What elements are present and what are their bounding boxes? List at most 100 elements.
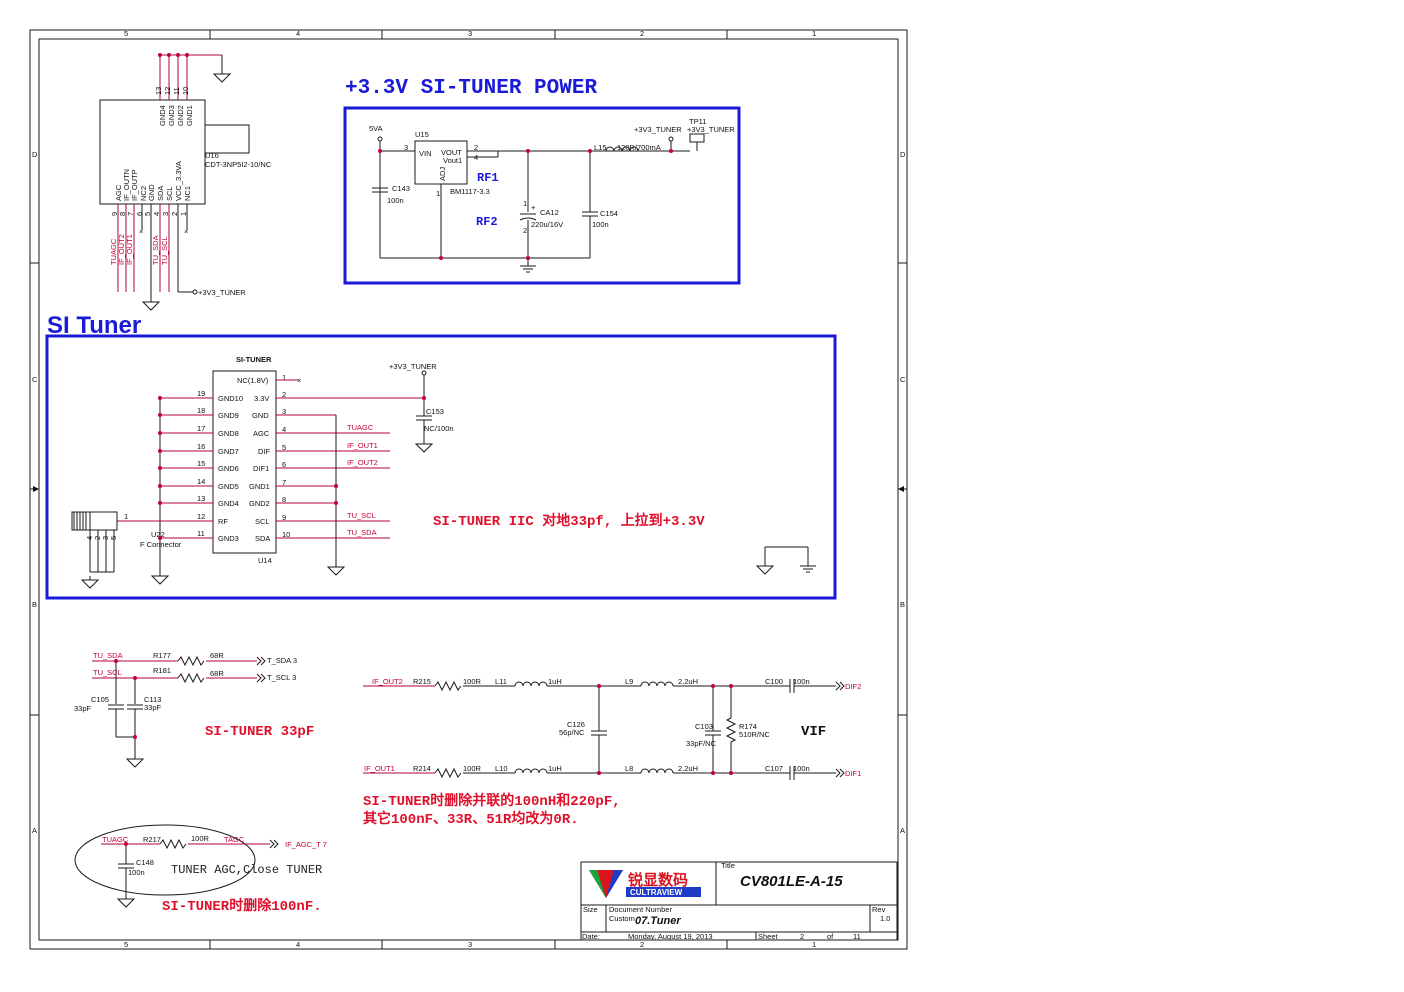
u14-right-pin-numbers: 1 2 3 4 5 6 7 8 9 10 (282, 373, 290, 539)
svg-text:17: 17 (197, 424, 205, 433)
svg-text:4: 4 (85, 536, 94, 540)
u16-vcc-net: +3V3_TUNER (198, 288, 246, 297)
tp11-net: +3V3_TUNER (687, 125, 735, 134)
docnum-value: 07.Tuner (635, 915, 681, 927)
u14-right-wires: × (276, 370, 433, 576)
svg-text:GND2: GND2 (176, 105, 185, 126)
sheet-total: 11 (853, 932, 861, 941)
size-value: Custom (609, 914, 635, 923)
c105-val: 33pF (74, 704, 92, 713)
svg-text:3: 3 (468, 29, 472, 38)
svg-text:SCL: SCL (165, 186, 174, 201)
frame-arrow-left (33, 486, 39, 492)
l8-ref: L8 (625, 764, 633, 773)
c154-val: 100n (592, 220, 609, 229)
docnum-label: Document Number (609, 905, 672, 914)
svg-text:10: 10 (282, 530, 290, 539)
u15-pin3: 3 (404, 143, 408, 152)
svg-text:×: × (139, 227, 143, 236)
company-logo (589, 870, 701, 898)
date-value: Monday, August 19, 2013 (628, 932, 713, 941)
svg-text:3: 3 (282, 407, 286, 416)
u16-top-pin-numbers: 13 12 11 10 (154, 87, 190, 95)
l15-ref: L15 (594, 143, 607, 152)
l9-val: 2.2uH (678, 677, 698, 686)
svg-text:3: 3 (161, 212, 170, 216)
svg-text:5: 5 (143, 212, 152, 216)
svg-text:5: 5 (109, 536, 118, 540)
u14-left-wires (117, 396, 213, 585)
t-scl-port: T_SCL 3 (267, 673, 296, 682)
svg-text:11: 11 (197, 529, 205, 538)
vif-dif1-port: DIF1 (845, 769, 861, 778)
power-regulator-circuit (372, 133, 705, 273)
power-box (343, 106, 741, 285)
l8-val: 2.2uH (678, 764, 698, 773)
u22-pin1: 1 (124, 512, 128, 521)
svg-text:IF_OUT1: IF_OUT1 (125, 234, 134, 265)
r174-val: 510R/NC (739, 730, 770, 739)
vif-filter-circuit (363, 679, 845, 780)
u22-ref: U22 (151, 530, 165, 539)
c126-ref: C126 (567, 720, 585, 729)
c153-ref: C153 (426, 407, 444, 416)
agc-tuagc-net: TUAGC (102, 835, 129, 844)
svg-text:5: 5 (124, 940, 128, 949)
rf1-label: RF1 (477, 171, 499, 185)
tp11-ref: TP11 (689, 117, 706, 126)
c126-val: 56p/NC (559, 728, 585, 737)
svg-text:11: 11 (172, 87, 181, 95)
power-out-net: +3V3_TUNER (634, 125, 682, 134)
l11-val: 1uH (548, 677, 562, 686)
svg-text:IF_OUTN: IF_OUTN (122, 169, 131, 201)
iic-circuit (92, 656, 266, 768)
svg-text:8: 8 (118, 212, 127, 216)
c107-val: 100n (793, 764, 810, 773)
svg-text:4: 4 (152, 212, 161, 216)
svg-text:IF_OUTP: IF_OUTP (130, 169, 139, 201)
l9-ref: L9 (625, 677, 633, 686)
frame-row-labels: D C B A D C B A (32, 150, 906, 835)
svg-text:AGC: AGC (253, 429, 270, 438)
u14-left-pin-names: GND10 GND9 GND8 GND7 GND6 GND5 GND4 RF G… (218, 394, 243, 543)
title-label: Title (721, 861, 735, 870)
rev-value: 1.0 (880, 914, 890, 923)
svg-text:1: 1 (812, 29, 816, 38)
sheet-title: CV801LE-A-15 (740, 873, 843, 890)
u14-ref: U14 (258, 556, 272, 565)
company-name-cn: 锐显数码 (628, 871, 688, 889)
u16-net-labels: TUAGC IF_OUT2 IF_OUT1 TU_SDA TU_SCL (109, 234, 169, 265)
svg-text:IF_OUT2: IF_OUT2 (117, 234, 126, 265)
sheet-label: Sheet (758, 932, 779, 941)
svg-text:9: 9 (110, 212, 119, 216)
svg-text:7: 7 (282, 478, 286, 487)
svg-text:2: 2 (93, 536, 102, 540)
svg-text:4: 4 (296, 940, 300, 949)
svg-text:A: A (32, 826, 37, 835)
c107-ref: C107 (765, 764, 783, 773)
u15-pin2: 2 (474, 143, 478, 152)
svg-text:×: × (297, 376, 301, 385)
ca12-plus: + (531, 203, 536, 212)
svg-text:NC2: NC2 (139, 186, 148, 201)
l10-ref: L10 (495, 764, 508, 773)
remove-parallel-note-2: 其它100nF、33R、51R均改为0R. (363, 810, 579, 828)
r215-val: 100R (463, 677, 482, 686)
u16-ref: U16 (205, 151, 219, 160)
rf2-label: RF2 (476, 215, 498, 229)
remove-parallel-note-1: SI-TUNER时删除并联的100nH和220pF, (363, 792, 621, 810)
c103-ref: C103 (695, 722, 713, 731)
svg-text:GND8: GND8 (218, 429, 239, 438)
r177-ref: R177 (153, 651, 171, 660)
power-title: +3.3V SI-TUNER POWER (345, 77, 597, 100)
svg-text:C: C (900, 375, 906, 384)
svg-text:A: A (900, 826, 905, 835)
u15-pin4: 4 (474, 153, 478, 162)
u15-vout-pin: VOUT (441, 148, 462, 157)
l15-val: 120R/700mA (617, 143, 661, 152)
power-vin-net: 5VA (369, 124, 383, 133)
svg-text:14: 14 (197, 477, 205, 486)
vif-if-out1-net: IF_OUT1 (364, 764, 395, 773)
u15-pin1: 1 (436, 189, 440, 198)
svg-text:GND3: GND3 (167, 105, 176, 126)
